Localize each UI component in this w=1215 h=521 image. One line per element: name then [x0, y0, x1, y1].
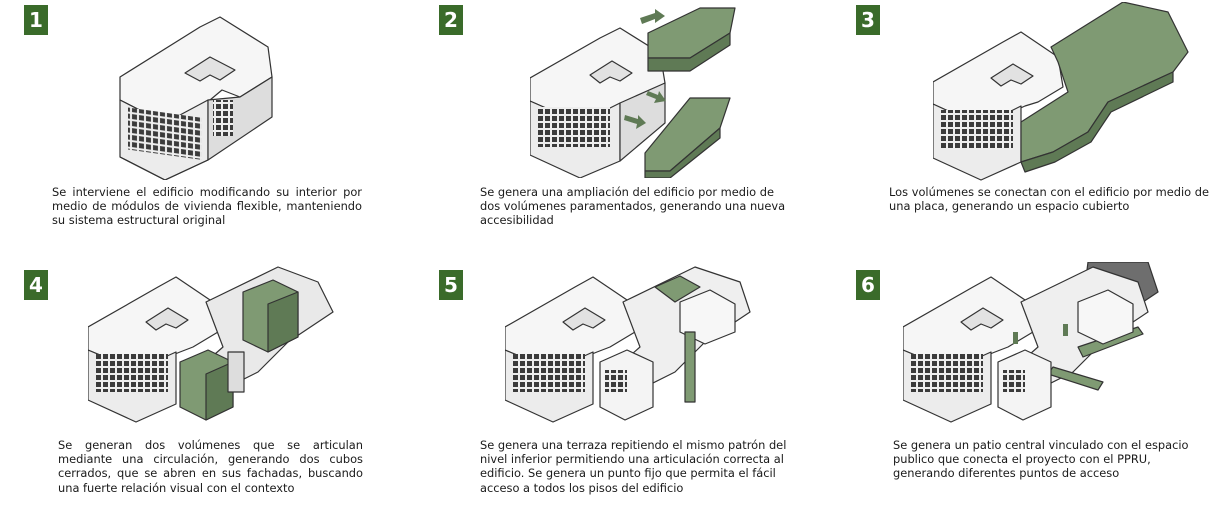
- window-grid: [538, 107, 610, 147]
- building-illustration: [505, 266, 751, 423]
- courtyard-cut: [184, 56, 236, 82]
- step-number-badge: 3: [856, 5, 880, 35]
- step-description: Se interviene el edificio modificando su…: [52, 185, 362, 228]
- step-3: 3 Los volúmenes se conectan con el edifi…: [815, 0, 1215, 260]
- fixed-point-core: [684, 331, 696, 403]
- window-grid-lower: [605, 370, 627, 392]
- building-illustration: [88, 266, 334, 423]
- step-description: Se genera una terraza repitiendo el mism…: [480, 438, 787, 495]
- arrow-icon: [646, 91, 666, 103]
- upper-volume: [679, 289, 736, 345]
- window-grid: [513, 354, 585, 392]
- window-grid: [96, 354, 168, 392]
- window-grid: [941, 110, 1013, 150]
- courtyard-cut: [562, 307, 606, 331]
- step-number-badge: 5: [439, 270, 463, 300]
- step-6: 6 Se genera un patio central vinculado c…: [815, 262, 1215, 521]
- step-number-badge: 2: [439, 5, 463, 35]
- tree-icon: [1063, 324, 1068, 336]
- step-1: 1 Se interviene el edificio modificando …: [0, 0, 400, 260]
- step-2: 2 Se genera una ampliación del edificio …: [415, 0, 815, 260]
- building-illustration: [933, 2, 1189, 181]
- step-number-badge: 4: [24, 270, 48, 300]
- courtyard-cut: [960, 307, 1004, 331]
- window-grid-side: [213, 100, 233, 136]
- courtyard-cut: [589, 60, 633, 84]
- step-description: Se generan dos volúmenes que se articula…: [58, 438, 363, 495]
- green-terrace-element: [654, 275, 701, 303]
- arrow-icon: [624, 115, 646, 129]
- building-illustration: [903, 262, 1159, 423]
- window-grid-lower: [1003, 370, 1025, 392]
- step-description: Los volúmenes se conectan con el edifici…: [889, 185, 1209, 214]
- step-5: 5 Se genera una terraza repitiendo el mi…: [415, 262, 815, 521]
- circulation: [227, 351, 245, 393]
- step-description: Se genera un patio central vinculado con…: [893, 438, 1189, 481]
- courtyard-cut: [145, 307, 189, 331]
- building-illustration: [530, 7, 736, 178]
- courtyard-cut: [990, 63, 1034, 87]
- step-description: Se genera una ampliación del edificio po…: [480, 185, 786, 228]
- step-number-badge: 6: [856, 270, 880, 300]
- building-illustration: [119, 16, 273, 180]
- step-number-badge: 1: [24, 5, 48, 35]
- step-4: 4 Se generan dos volúmenes que se articu…: [0, 262, 400, 521]
- window-grid: [128, 107, 202, 160]
- window-grid: [911, 354, 983, 392]
- tree-icon: [1013, 332, 1018, 344]
- arrow-icon: [640, 9, 665, 24]
- building-side-facade: [207, 76, 273, 161]
- upper-volume: [1077, 289, 1134, 345]
